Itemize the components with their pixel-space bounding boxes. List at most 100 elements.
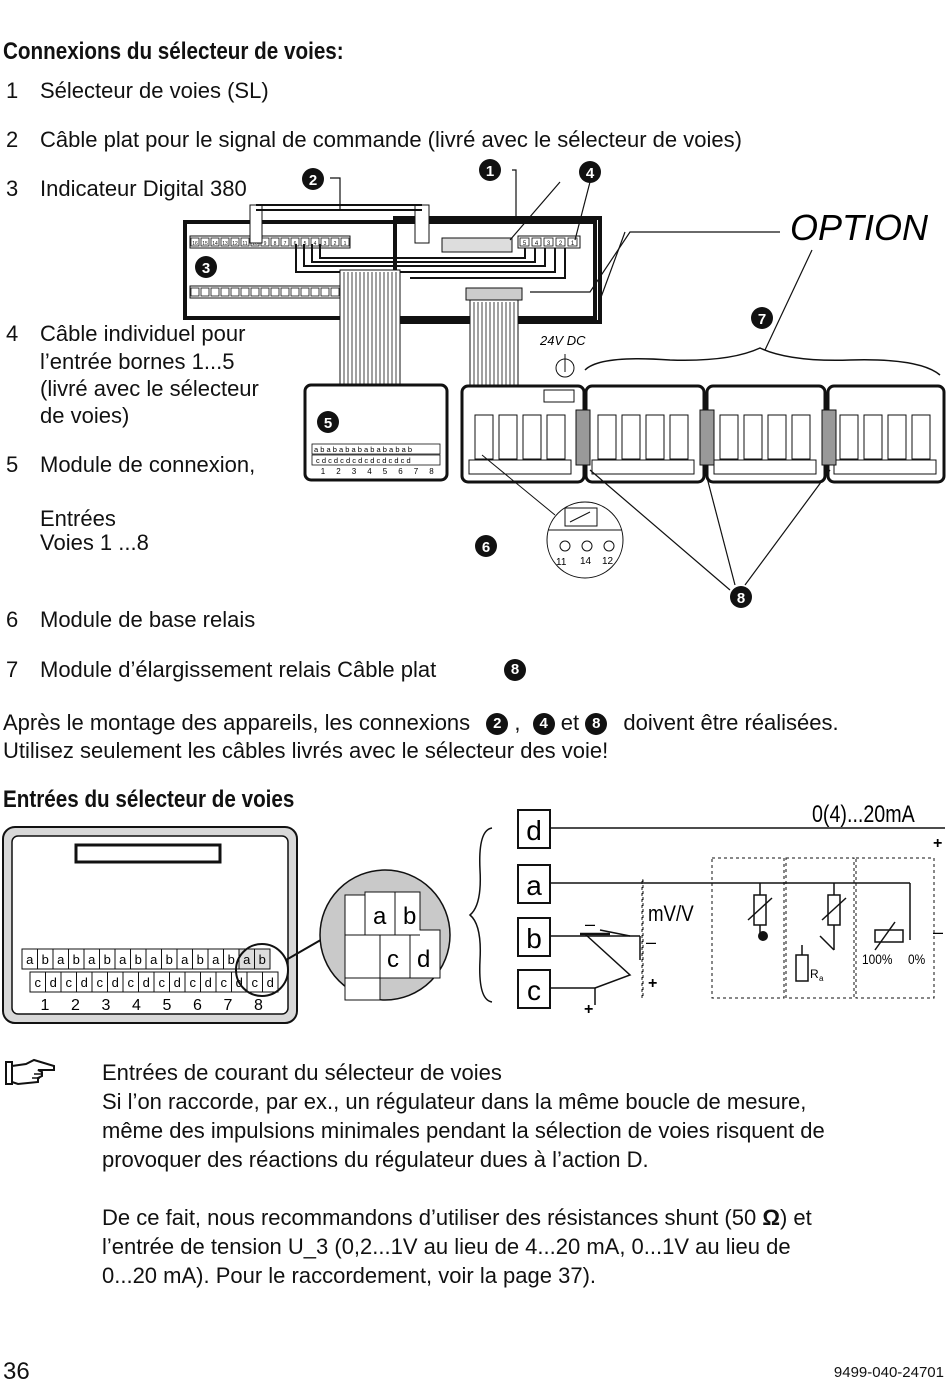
item-text: Module d’élargissement relais Câble plat bbox=[40, 657, 437, 682]
svg-text:–: – bbox=[585, 914, 595, 934]
relay bbox=[767, 414, 787, 460]
terminal bbox=[230, 287, 240, 297]
callout-8-icon: 8 bbox=[585, 713, 608, 736]
svg-text:–: – bbox=[646, 932, 656, 952]
callout-bullets: 2 1 4 3 7 5 6 8 bbox=[195, 159, 773, 608]
terminal-letter: d bbox=[205, 975, 212, 990]
terminal-number: 3 bbox=[547, 241, 551, 247]
terminal-letter: a bbox=[88, 952, 96, 967]
item-subtext: Entrées bbox=[40, 506, 116, 531]
item-text: Sélecteur de voies (SL) bbox=[40, 78, 269, 103]
terminal-letter: a bbox=[243, 952, 251, 967]
circuit-terminals: d a b c bbox=[517, 809, 551, 1009]
indicator-terminal-strip-top bbox=[189, 235, 351, 249]
terminal-letter: d bbox=[112, 975, 119, 990]
channel-number: 7 bbox=[224, 997, 233, 1014]
terminal-letter: a bbox=[26, 952, 34, 967]
svg-text:+: + bbox=[648, 975, 657, 992]
relay bbox=[669, 414, 689, 460]
relay bbox=[546, 414, 566, 460]
section-heading-entrees: Entrées du sélecteur de voies bbox=[3, 786, 295, 813]
terminal-number: 14 bbox=[212, 241, 218, 247]
item-number: 4 bbox=[6, 321, 19, 346]
item-subtext: Voies 1 ...8 bbox=[40, 530, 149, 555]
terminal-letter: b bbox=[135, 952, 142, 967]
svg-text:5: 5 bbox=[324, 415, 332, 432]
terminal-number: 15 bbox=[202, 241, 208, 247]
svg-text:12: 12 bbox=[602, 556, 614, 567]
item-text-line: de voies) bbox=[40, 403, 130, 428]
note-title: Entrées de courant du sélecteur de voies bbox=[102, 1060, 502, 1085]
terminal-letter: c bbox=[189, 975, 196, 990]
terminal-letter: c bbox=[65, 975, 72, 990]
terminal-number: 7 bbox=[284, 241, 287, 247]
terminal-letter: c bbox=[96, 975, 103, 990]
terminal-letter: c bbox=[34, 975, 41, 990]
terminal bbox=[320, 287, 330, 297]
relay bbox=[597, 414, 617, 460]
note-line: Si l’on raccorde, par ex., un régulateur… bbox=[102, 1089, 807, 1114]
item-number: 2 bbox=[6, 127, 19, 152]
terminal-letter: d bbox=[267, 975, 274, 990]
terminal-ab bbox=[254, 948, 271, 970]
terminal-letter: d bbox=[143, 975, 150, 990]
terminal bbox=[330, 287, 340, 297]
svg-text:4: 4 bbox=[586, 165, 595, 182]
terminal-number: 9 bbox=[264, 241, 267, 247]
terminal-letter: b bbox=[166, 952, 173, 967]
terminal bbox=[310, 237, 320, 247]
terminal-letter: b bbox=[42, 952, 49, 967]
terminal-number: 2 bbox=[334, 241, 337, 247]
relay bbox=[839, 414, 859, 460]
terminal-letter: d bbox=[81, 975, 88, 990]
svg-text:–: – bbox=[933, 922, 943, 942]
terminal-letter: c bbox=[158, 975, 165, 990]
terminal bbox=[200, 287, 210, 297]
terminal-number: 4 bbox=[535, 241, 539, 247]
relay bbox=[474, 414, 494, 460]
terminal bbox=[190, 287, 200, 297]
svg-text:a: a bbox=[819, 974, 824, 983]
section-heading-connexions: Connexions du sélecteur de voies: bbox=[3, 38, 344, 65]
item-text-line: Câble individuel pour bbox=[40, 321, 246, 346]
svg-text:c: c bbox=[387, 946, 399, 973]
terminal bbox=[300, 287, 310, 297]
relay bbox=[791, 414, 811, 460]
svg-text:a: a bbox=[526, 870, 542, 901]
terminal bbox=[330, 237, 340, 247]
svg-text:c d c d c d c d c d c d c d c: c d c d c d c d c d c d c d c d bbox=[316, 456, 411, 465]
relay-terminal-strip bbox=[591, 459, 695, 475]
relay bbox=[719, 414, 739, 460]
callout-2-icon: 2 bbox=[486, 713, 509, 736]
svg-text:7: 7 bbox=[758, 311, 766, 328]
terminal bbox=[200, 237, 210, 247]
relay bbox=[911, 414, 931, 460]
note-line: l’entrée de tension U_3 (0,2...1V au lie… bbox=[102, 1234, 791, 1259]
svg-text:+: + bbox=[584, 1001, 593, 1018]
terminal-cd bbox=[262, 971, 279, 993]
terminal-number: 11 bbox=[242, 241, 247, 247]
item-text-line: (livré avec le sélecteur bbox=[40, 376, 259, 401]
item-text: Module de connexion, bbox=[40, 452, 256, 477]
item-text-line: l’entrée bornes 1...5 bbox=[40, 349, 235, 374]
terminal-number: 16 bbox=[192, 241, 198, 247]
document-code: 9499-040-24701 bbox=[833, 1364, 944, 1381]
terminal-number: 2 bbox=[559, 241, 563, 247]
channel-number: 8 bbox=[429, 467, 434, 476]
relay-terminal-strip bbox=[713, 459, 817, 475]
terminal-letter: b bbox=[259, 952, 266, 967]
channel-number: 2 bbox=[336, 467, 341, 476]
svg-text:0%: 0% bbox=[908, 951, 926, 967]
terminal-letter: a bbox=[181, 952, 189, 967]
item-text: Câble plat pour le signal de commande (l… bbox=[40, 127, 742, 152]
terminal-letter: b bbox=[104, 952, 111, 967]
terminal-letter: c bbox=[251, 975, 258, 990]
terminal bbox=[340, 237, 350, 247]
terminal-number: 5 bbox=[304, 241, 307, 247]
terminal bbox=[519, 237, 530, 247]
relay-terminal-strip bbox=[833, 459, 937, 475]
callout-8-icon: 8 bbox=[504, 659, 526, 681]
terminal bbox=[220, 237, 230, 247]
channel-number: 6 bbox=[398, 467, 403, 476]
